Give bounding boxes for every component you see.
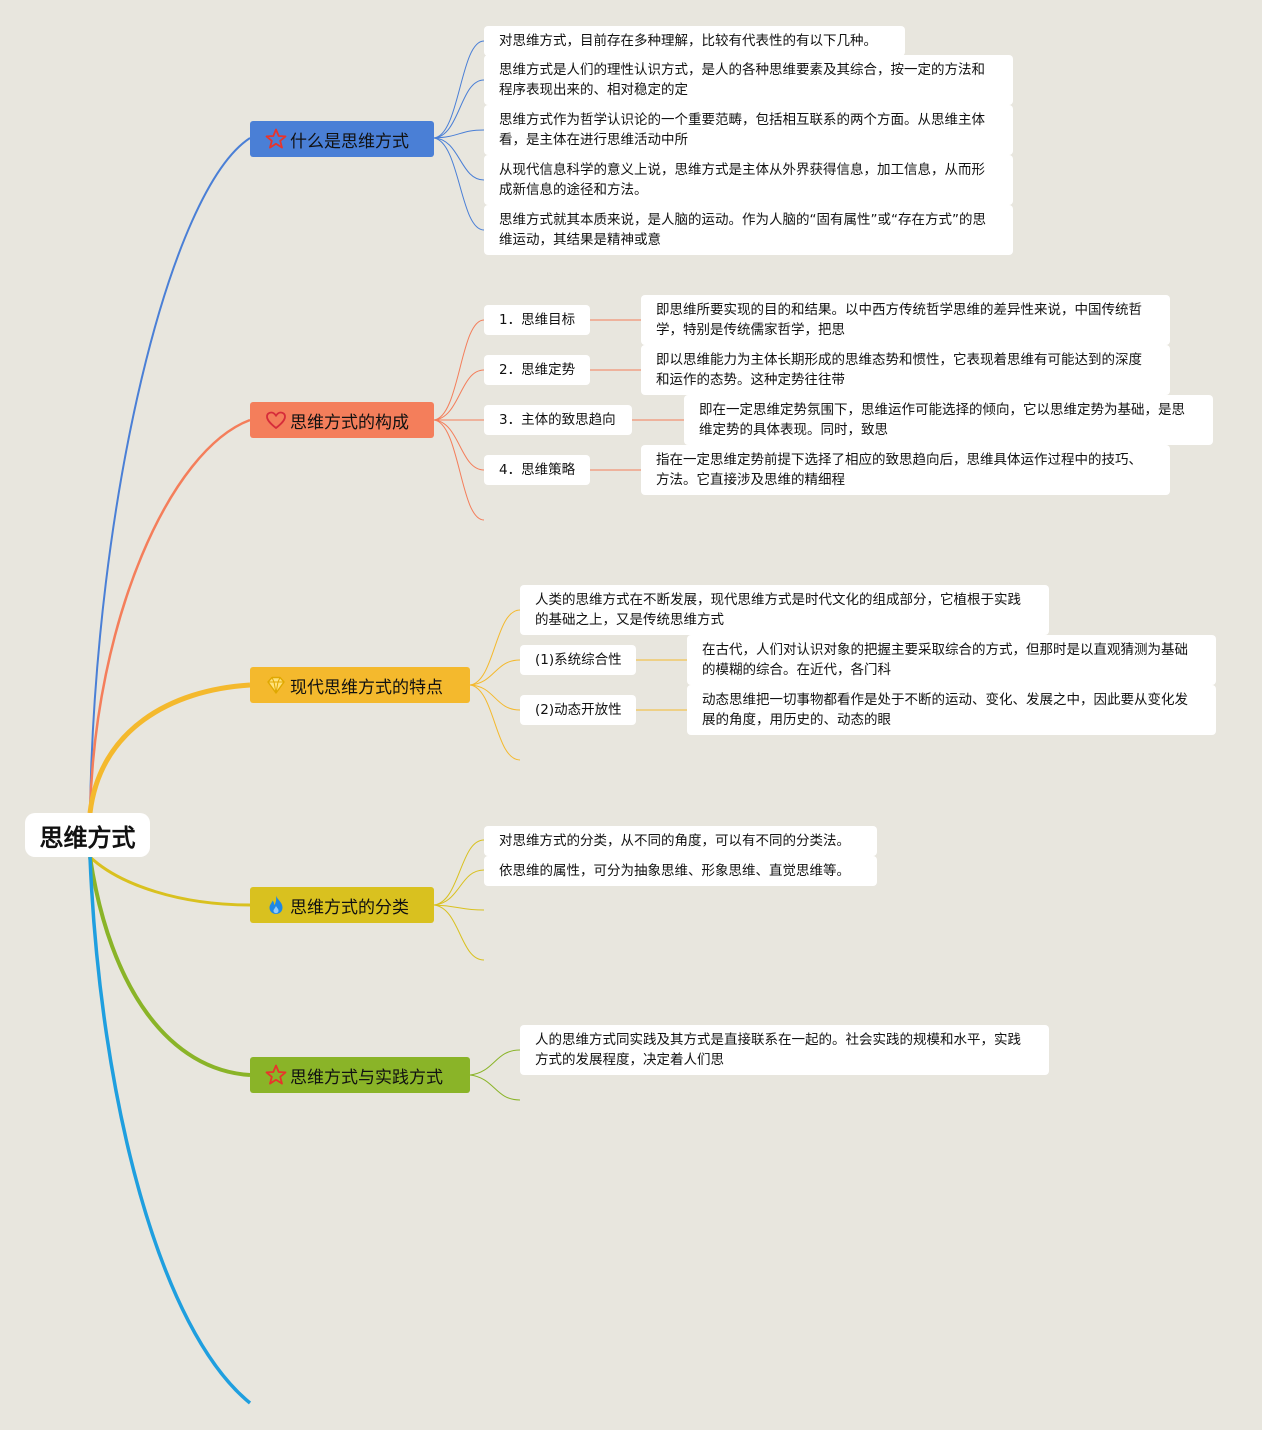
leaf-b4-1[interactable]: 对思维方式的分类，从不同的角度，可以有不同的分类法。	[484, 826, 877, 856]
link-root-b5	[88, 856, 251, 1077]
leaf-text: 3．主体的致思趋向	[499, 412, 616, 428]
leaf-text: 即以思维能力为主体长期形成的思维态势和惯性，它表现着思维有可能达到的深度和运作的…	[656, 352, 1142, 388]
link-root-b3	[87, 682, 251, 814]
leaf-text: 2．思维定势	[499, 362, 576, 378]
root-topic-label: 思维方式	[39, 823, 136, 852]
leaf-text: 即在一定思维定势氛围下，思维运作可能选择的倾向，它以思维定势为基础，是思维定势的…	[699, 402, 1185, 438]
leaf-text: 1．思维目标	[499, 312, 576, 328]
star-icon	[264, 1063, 288, 1087]
leaf-b1-3[interactable]: 思维方式作为哲学认识论的一个重要范畴，包括相互联系的两个方面。从思维主体看，是主…	[484, 105, 1013, 155]
link-root-b2	[88, 418, 251, 814]
leaf-b2-3-detail[interactable]: 即在一定思维定势氛围下，思维运作可能选择的倾向，它以思维定势为基础，是思维定势的…	[684, 395, 1213, 445]
branch-label: 思维方式的分类	[290, 897, 409, 918]
leaf-text: 人类的思维方式在不断发展，现代思维方式是时代文化的组成部分，它植根于实践的基础之…	[535, 592, 1021, 628]
leaf-b2-1[interactable]: 1．思维目标	[484, 305, 590, 335]
links-branch-3	[469, 609, 687, 761]
leaf-b5-1[interactable]: 人的思维方式同实践及其方式是直接联系在一起的。社会实践的规模和水平，实践方式的发…	[520, 1025, 1049, 1075]
leaf-text: 从现代信息科学的意义上说，思维方式是主体从外界获得信息，加工信息，从而形成新信息…	[499, 162, 985, 198]
leaf-text: 即思维所要实现的目的和结果。以中西方传统哲学思维的差异性来说，中国传统哲学，特别…	[656, 302, 1142, 338]
leaf-b2-4[interactable]: 4．思维策略	[484, 455, 590, 485]
leaf-b2-1-detail[interactable]: 即思维所要实现的目的和结果。以中西方传统哲学思维的差异性来说，中国传统哲学，特别…	[641, 295, 1170, 345]
branch-thinking-mode-composition[interactable]: 思维方式的构成	[250, 402, 434, 438]
fire-icon	[264, 893, 288, 917]
leaf-text: 指在一定思维定势前提下选择了相应的致思趋向后，思维具体运作过程中的技巧、方法。它…	[656, 452, 1142, 488]
leaf-b2-4-detail[interactable]: 指在一定思维定势前提下选择了相应的致思趋向后，思维具体运作过程中的技巧、方法。它…	[641, 445, 1170, 495]
leaf-text: 思维方式就其本质来说，是人脑的运动。作为人脑的“固有属性”或“存在方式”的思维运…	[499, 212, 986, 248]
leaf-text: (1)系统综合性	[535, 652, 622, 668]
links-branch-5	[469, 1049, 521, 1101]
branch-label: 现代思维方式的特点	[290, 677, 443, 698]
leaf-text: 4．思维策略	[499, 462, 576, 478]
leaf-b3-3-detail[interactable]: 动态思维把一切事物都看作是处于不断的运动、变化、发展之中，因此要从变化发展的角度…	[687, 685, 1216, 735]
leaf-text: 思维方式是人们的理性认识方式，是人的各种思维要素及其综合，按一定的方法和程序表现…	[499, 62, 985, 98]
links-branch-4	[433, 839, 485, 961]
leaf-text: 在古代，人们对认识对象的把握主要采取综合的方式，但那时是以直观猜测为基础的模糊的…	[702, 642, 1188, 678]
link-root-b4	[88, 855, 251, 907]
branch-modern-thinking-features[interactable]: 现代思维方式的特点	[250, 667, 470, 703]
heart-icon	[264, 408, 288, 432]
leaf-b3-1[interactable]: 人类的思维方式在不断发展，现代思维方式是时代文化的组成部分，它植根于实践的基础之…	[520, 585, 1049, 635]
leaf-text: 对思维方式，目前存在多种理解，比较有代表性的有以下几种。	[499, 33, 877, 49]
leaf-b3-2-detail[interactable]: 在古代，人们对认识对象的把握主要采取综合的方式，但那时是以直观猜测为基础的模糊的…	[687, 635, 1216, 685]
branch-thinking-mode-classification[interactable]: 思维方式的分类	[250, 887, 434, 923]
leaf-text: 动态思维把一切事物都看作是处于不断的运动、变化、发展之中，因此要从变化发展的角度…	[702, 692, 1188, 728]
leaf-b2-2[interactable]: 2．思维定势	[484, 355, 590, 385]
branch-label: 什么是思维方式	[290, 131, 409, 152]
branch-thinking-and-practice[interactable]: 思维方式与实践方式	[250, 1057, 470, 1093]
links-branch-1	[433, 40, 485, 231]
branch-label: 思维方式的构成	[290, 412, 409, 433]
leaf-b1-5[interactable]: 思维方式就其本质来说，是人脑的运动。作为人脑的“固有属性”或“存在方式”的思维运…	[484, 205, 1013, 255]
leaf-b2-2-detail[interactable]: 即以思维能力为主体长期形成的思维态势和惯性，它表现着思维有可能达到的深度和运作的…	[641, 345, 1170, 395]
leaf-b4-2[interactable]: 依思维的属性，可分为抽象思维、形象思维、直觉思维等。	[484, 856, 877, 886]
leaf-text: 思维方式作为哲学认识论的一个重要范畴，包括相互联系的两个方面。从思维主体看，是主…	[499, 112, 985, 148]
leaf-text: 人的思维方式同实践及其方式是直接联系在一起的。社会实践的规模和水平，实践方式的发…	[535, 1032, 1021, 1068]
leaf-b1-4[interactable]: 从现代信息科学的意义上说，思维方式是主体从外界获得信息，加工信息，从而形成新信息…	[484, 155, 1013, 205]
diamond-icon	[264, 673, 288, 697]
branch-label: 思维方式与实践方式	[290, 1067, 443, 1088]
leaf-text: 对思维方式的分类，从不同的角度，可以有不同的分类法。	[499, 833, 850, 849]
leaf-b3-3[interactable]: (2)动态开放性	[520, 695, 636, 725]
leaf-b2-3[interactable]: 3．主体的致思趋向	[484, 405, 632, 435]
root-topic[interactable]: 思维方式	[25, 813, 150, 857]
leaf-text: 依思维的属性，可分为抽象思维、形象思维、直觉思维等。	[499, 863, 850, 879]
leaf-text: (2)动态开放性	[535, 702, 622, 718]
branch-what-is-thinking-mode[interactable]: 什么是思维方式	[250, 121, 434, 157]
leaf-b1-2[interactable]: 思维方式是人们的理性认识方式，是人的各种思维要素及其综合，按一定的方法和程序表现…	[484, 55, 1013, 105]
link-root-b1	[89, 137, 251, 814]
star-icon	[264, 127, 288, 151]
links-branch-2	[433, 319, 684, 521]
leaf-b1-1[interactable]: 对思维方式，目前存在多种理解，比较有代表性的有以下几种。	[484, 26, 905, 56]
link-root-tail	[88, 856, 252, 1405]
leaf-b3-2[interactable]: (1)系统综合性	[520, 645, 636, 675]
